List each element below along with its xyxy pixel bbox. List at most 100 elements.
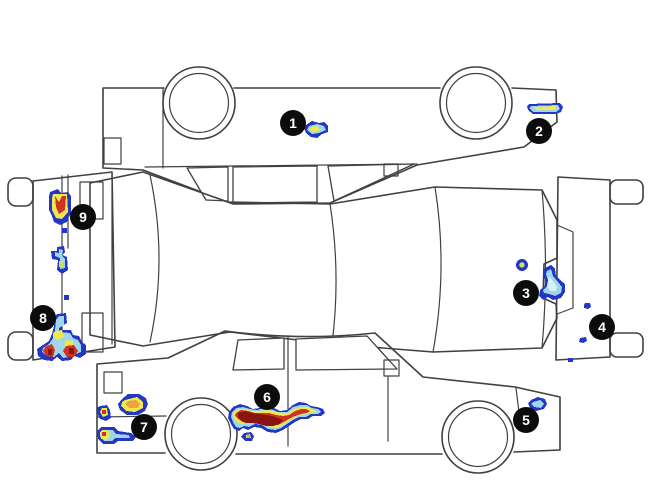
top-car-front-tire: [445, 72, 507, 134]
damage-marker-4[interactable]: 4: [589, 314, 615, 340]
rear-bumper-corner-top: [7, 177, 34, 207]
damage-blob-7c-red: [102, 432, 106, 436]
damage-heatmaps: [37, 103, 591, 444]
marker-6-circle: [254, 384, 280, 410]
marker-5-number: 5: [522, 412, 530, 428]
bottom-car-mirror: [383, 359, 400, 377]
bottom-car-taillight: [103, 371, 123, 394]
damage-blob-7a[interactable]: [118, 394, 148, 415]
damage-blob-9d-blue: [64, 295, 69, 300]
top-car-mirror: [383, 163, 399, 177]
damage-blob-7a-orange: [125, 400, 140, 408]
damage-blob-5-cyan: [531, 400, 544, 408]
damage-marker-3[interactable]: 3: [513, 280, 539, 306]
top-car-body: [102, 87, 558, 205]
damage-blob-6b-orange: [247, 435, 250, 438]
plan-view-outline: [89, 171, 558, 353]
rear-bumper-corner-bottom: [7, 331, 34, 361]
damage-blob-4c-blue: [568, 358, 573, 362]
damage-marker-8[interactable]: 8: [30, 305, 56, 331]
damage-marker-2[interactable]: 2: [526, 118, 552, 144]
marker-8-number: 8: [39, 310, 47, 326]
rear-light-bottom: [81, 312, 104, 353]
damage-blob-9-red: [55, 196, 66, 214]
bottom-car-front-wheel-arch: [441, 400, 515, 474]
damage-blob-2[interactable]: [527, 103, 563, 114]
marker-7-number: 7: [140, 419, 148, 435]
damage-blob-5[interactable]: [528, 397, 547, 411]
marker-8-circle: [30, 305, 56, 331]
bottom-car-rear-tire: [170, 403, 232, 465]
bottom-car-rear-wheel-arch: [164, 397, 238, 471]
damage-blob-9[interactable]: [49, 189, 71, 225]
damage-blob-3a-lime: [519, 262, 525, 268]
damage-blob-4b[interactable]: [579, 337, 587, 343]
damage-marker-1[interactable]: 1: [280, 110, 306, 136]
damage-blob-7c[interactable]: [97, 427, 136, 444]
damage-blob-3a[interactable]: [516, 259, 528, 271]
damage-marker-6[interactable]: 6: [254, 384, 280, 410]
damage-blob-2-yellow: [534, 106, 557, 110]
damage-marker-9[interactable]: 9: [70, 204, 96, 230]
top-car-rear-tire: [168, 72, 230, 134]
marker-1-circle: [280, 110, 306, 136]
damage-blob-6[interactable]: [228, 402, 325, 433]
damage-blob-3b-pale: [547, 277, 557, 291]
damage-blob-9d[interactable]: [64, 295, 69, 300]
top-car-front-door-window: [327, 163, 415, 202]
damage-marker-7[interactable]: 7: [131, 414, 157, 440]
marker-3-number: 3: [522, 285, 530, 301]
front-grille-seam: [556, 224, 574, 315]
marker-3-circle: [513, 280, 539, 306]
top-car-front-wheel-arch: [439, 66, 513, 140]
damage-blob-7b-red: [102, 410, 106, 414]
marker-7-circle: [131, 414, 157, 440]
marker-6-number: 6: [263, 389, 271, 405]
top-car-rear-wheel-arch: [162, 66, 236, 140]
marker-4-circle: [589, 314, 615, 340]
marker-2-number: 2: [535, 123, 543, 139]
plan-windshield-top: [329, 203, 337, 345]
top-car-quarter-window: [186, 166, 229, 202]
marker-2-circle: [526, 118, 552, 144]
bottom-car-body: [96, 330, 561, 455]
marker-5-circle: [513, 407, 539, 433]
bottom-car-front-tire: [447, 406, 509, 468]
damage-blob-4a[interactable]: [584, 303, 591, 309]
damage-blob-1-yellow: [309, 126, 320, 132]
marker-9-number: 9: [79, 209, 87, 225]
top-car-rear-door-window: [232, 165, 318, 204]
bottom-car-front-door-window: [295, 335, 398, 371]
top-car-taillight: [103, 137, 122, 165]
damage-blob-4c[interactable]: [568, 358, 573, 362]
damage-blob-6b[interactable]: [241, 432, 254, 441]
top-side-view-outline: [102, 66, 558, 205]
damage-blob-9b[interactable]: [62, 228, 67, 233]
damage-blob-8-yellow: [53, 330, 64, 340]
damage-markers: 1 2 3 4 5 6 7 8 9: [30, 110, 615, 440]
front-bumper-corner-top: [609, 179, 644, 205]
marker-9-circle: [70, 204, 96, 230]
plan-body: [89, 171, 558, 353]
damage-blob-3b[interactable]: [539, 265, 565, 300]
damage-blob-7b[interactable]: [97, 405, 111, 421]
marker-4-number: 4: [598, 319, 606, 335]
damage-blob-8[interactable]: [37, 313, 86, 361]
plan-rear-glass: [149, 174, 160, 343]
bottom-side-view-outline: [96, 330, 561, 474]
front-bumper-corner-bottom: [609, 332, 644, 358]
damage-marker-5[interactable]: 5: [513, 407, 539, 433]
bottom-car-rear-door-window: [232, 337, 285, 371]
damage-blob-6-dark: [238, 411, 283, 426]
rear-body: [32, 171, 116, 361]
marker-1-number: 1: [289, 115, 297, 131]
damage-blob-4b-blue: [579, 337, 587, 343]
damage-blob-9c[interactable]: [51, 246, 68, 274]
damage-blob-9b-blue: [62, 228, 67, 233]
damage-blob-8-dark: [69, 348, 74, 354]
damage-blob-1[interactable]: [304, 121, 328, 138]
plan-cowl-line: [432, 186, 442, 353]
damage-blob-8-dark: [48, 349, 52, 355]
damage-blob-9c-lime: [59, 261, 63, 267]
